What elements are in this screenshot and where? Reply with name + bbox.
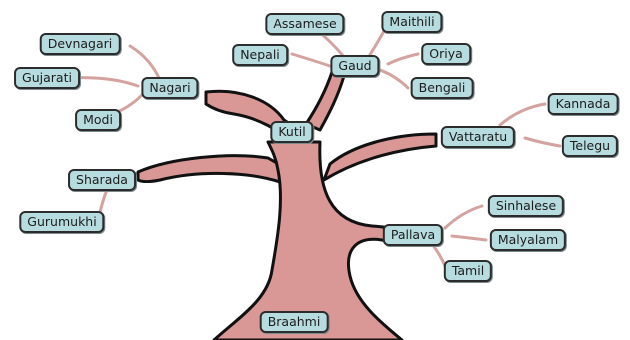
- node-maithili: Maithili: [381, 11, 442, 33]
- twig-sinhalese: [445, 206, 482, 228]
- twig-bengali: [380, 70, 408, 88]
- node-brahmi: Braahmi: [260, 311, 329, 333]
- branch-gaud: [306, 72, 344, 130]
- node-malyalam: Malyalam: [490, 229, 566, 251]
- branch-sharada: [138, 156, 282, 182]
- node-sinhalese: Sinhalese: [488, 195, 564, 217]
- node-gaud: Gaud: [330, 55, 379, 77]
- twig-devnagari: [130, 46, 160, 80]
- branch-vattaratu: [324, 134, 436, 180]
- node-devnagari: Devnagari: [40, 33, 121, 55]
- node-assamese: Assamese: [265, 13, 344, 35]
- twig-malyalam: [452, 236, 486, 240]
- node-modi: Modi: [75, 109, 121, 131]
- twig-oriya: [388, 54, 418, 64]
- node-gujarati: Gujarati: [14, 67, 80, 89]
- twig-kannada: [500, 104, 545, 125]
- node-kutil: Kutil: [270, 121, 313, 143]
- node-oriya: Oriya: [421, 43, 471, 65]
- node-bengali: Bengali: [411, 77, 474, 99]
- node-nepali: Nepali: [232, 44, 288, 66]
- node-gurumukhi: Gurumukhi: [19, 211, 104, 233]
- node-kannada: Kannada: [548, 93, 619, 115]
- twig-telegu: [525, 138, 560, 146]
- node-pallava: Pallava: [383, 224, 443, 246]
- node-sharada: Sharada: [68, 169, 136, 191]
- node-telegu: Telegu: [562, 135, 618, 157]
- node-tamil: Tamil: [444, 260, 492, 282]
- node-vattaratu: Vattaratu: [441, 126, 515, 148]
- node-nagari: Nagari: [141, 77, 198, 99]
- trunk-group: [138, 72, 436, 340]
- twig-nepali: [292, 54, 330, 66]
